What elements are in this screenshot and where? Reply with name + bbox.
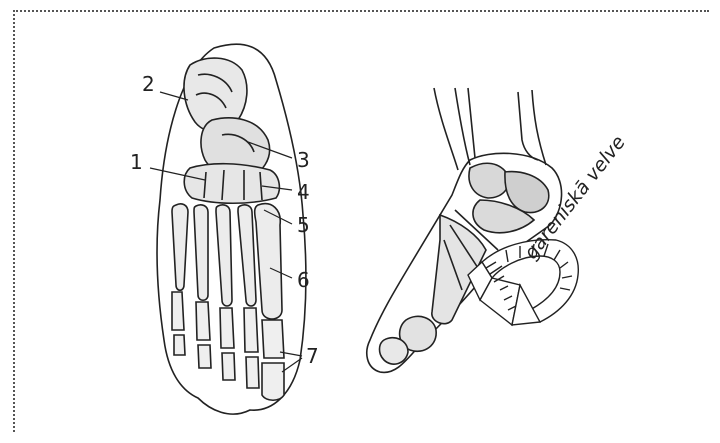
foot-dorsal-view	[150, 44, 306, 414]
label-4: 4	[297, 182, 310, 202]
label-2: 2	[142, 74, 155, 94]
leg-outline	[434, 88, 458, 170]
label-1: 1	[130, 152, 143, 172]
label-7: 7	[306, 346, 319, 366]
ankle-bones	[469, 163, 509, 198]
label-6: 6	[297, 270, 310, 290]
label-5: 5	[297, 215, 310, 235]
metatarsal-bones	[172, 204, 282, 319]
label-3: 3	[297, 150, 310, 170]
tarsal-bones	[184, 164, 279, 204]
